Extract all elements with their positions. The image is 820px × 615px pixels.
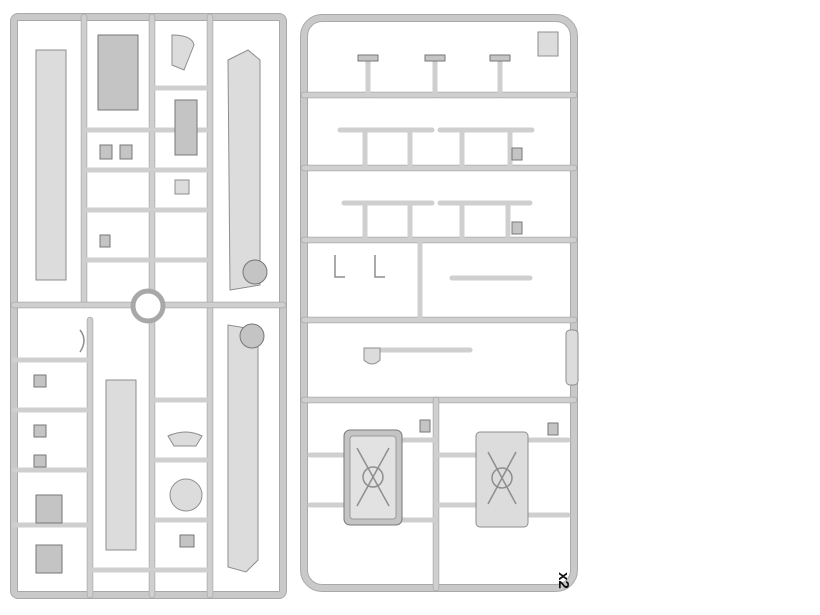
part-cupola [167,431,203,447]
part-track-run-upper [227,49,261,291]
small-parts-left [33,144,195,548]
part-bracket [171,34,195,71]
part-engine-deck [97,34,139,111]
sprue-tab [565,329,579,386]
part-hatch [169,478,203,512]
sprue-frame-middle [300,14,579,592]
part-sprocket-upper [242,259,268,285]
runners-middle [300,57,578,592]
part-hull-side-upper [35,49,67,281]
small-parts-middle [334,31,559,436]
part-box-a [35,494,63,524]
part-mantlet [174,99,198,156]
part-jerrycan-outer [475,431,529,528]
sprue-ring [130,288,166,324]
part-sprocket-lower [239,323,265,349]
multiplier-label: x2 [554,572,572,589]
sprue-frame-left [10,13,287,599]
part-jerrycan-inner-detail [349,435,397,520]
part-track-run-lower [227,324,259,573]
part-box-b [35,544,63,574]
part-hull-side-lower [105,379,137,551]
part-shovel [363,347,381,365]
